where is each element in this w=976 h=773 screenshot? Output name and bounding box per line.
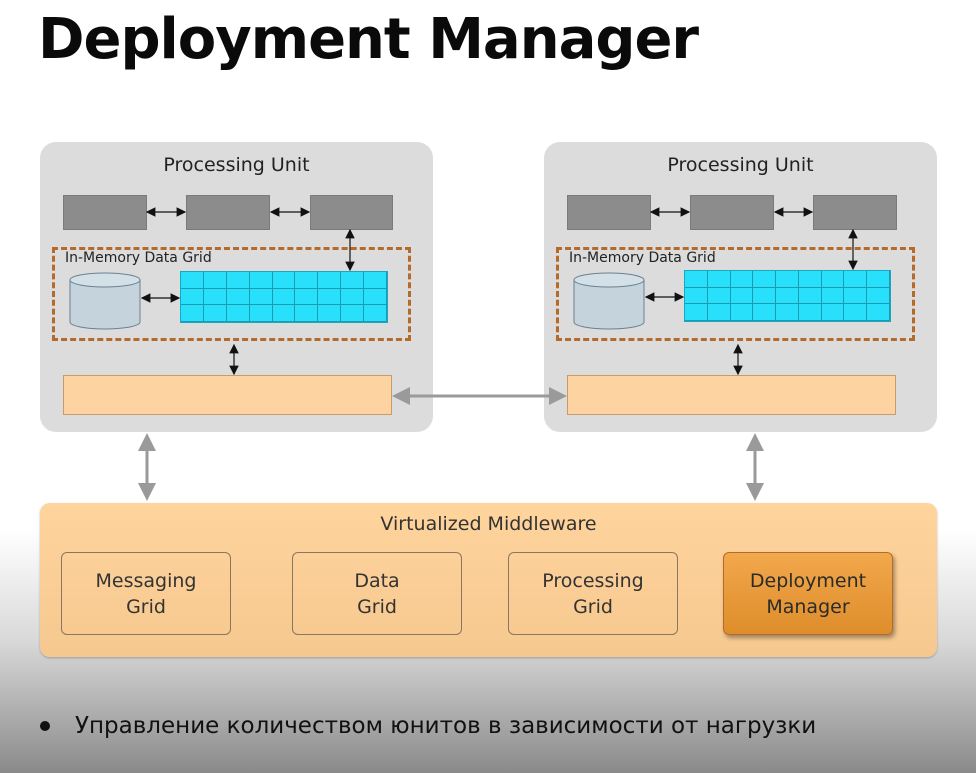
data-grid-label: In-Memory Data Grid <box>65 250 212 266</box>
messaging-grid-box: Messaging Grid <box>61 552 231 635</box>
middleware-title: Virtualized Middleware <box>380 513 597 535</box>
bullet-dot <box>40 721 50 731</box>
data-grid-table <box>684 270 891 322</box>
service-box <box>690 195 774 230</box>
data-grid-box: Data Grid <box>292 552 462 635</box>
page-title: Deployment Manager <box>38 7 699 72</box>
data-grid-table <box>180 271 388 323</box>
deployment-manager-box: Deployment Manager <box>723 552 893 635</box>
processing-grid-box: Processing Grid <box>508 552 678 635</box>
database-icon <box>69 272 141 330</box>
service-box <box>186 195 270 230</box>
processing-unit-title: Processing Unit <box>163 154 310 176</box>
data-grid-label: In-Memory Data Grid <box>569 250 716 266</box>
bullet-text: Управление количеством юнитов в зависимо… <box>75 713 817 739</box>
bullet-item: Управление количеством юнитов в зависимо… <box>40 713 816 739</box>
unit-bus <box>567 375 896 415</box>
database-icon <box>573 272 645 330</box>
service-box <box>813 195 897 230</box>
processing-unit-2: Processing Unit In-Memory Data Grid <box>544 142 937 432</box>
unit-bus <box>63 375 392 415</box>
in-memory-data-grid: In-Memory Data Grid <box>556 247 915 341</box>
virtualized-middleware: Virtualized Middleware Messaging Grid Da… <box>40 503 937 657</box>
processing-unit-title: Processing Unit <box>667 154 814 176</box>
processing-unit-1: Processing Unit In-Memory Data Grid <box>40 142 433 432</box>
in-memory-data-grid: In-Memory Data Grid <box>52 247 411 341</box>
